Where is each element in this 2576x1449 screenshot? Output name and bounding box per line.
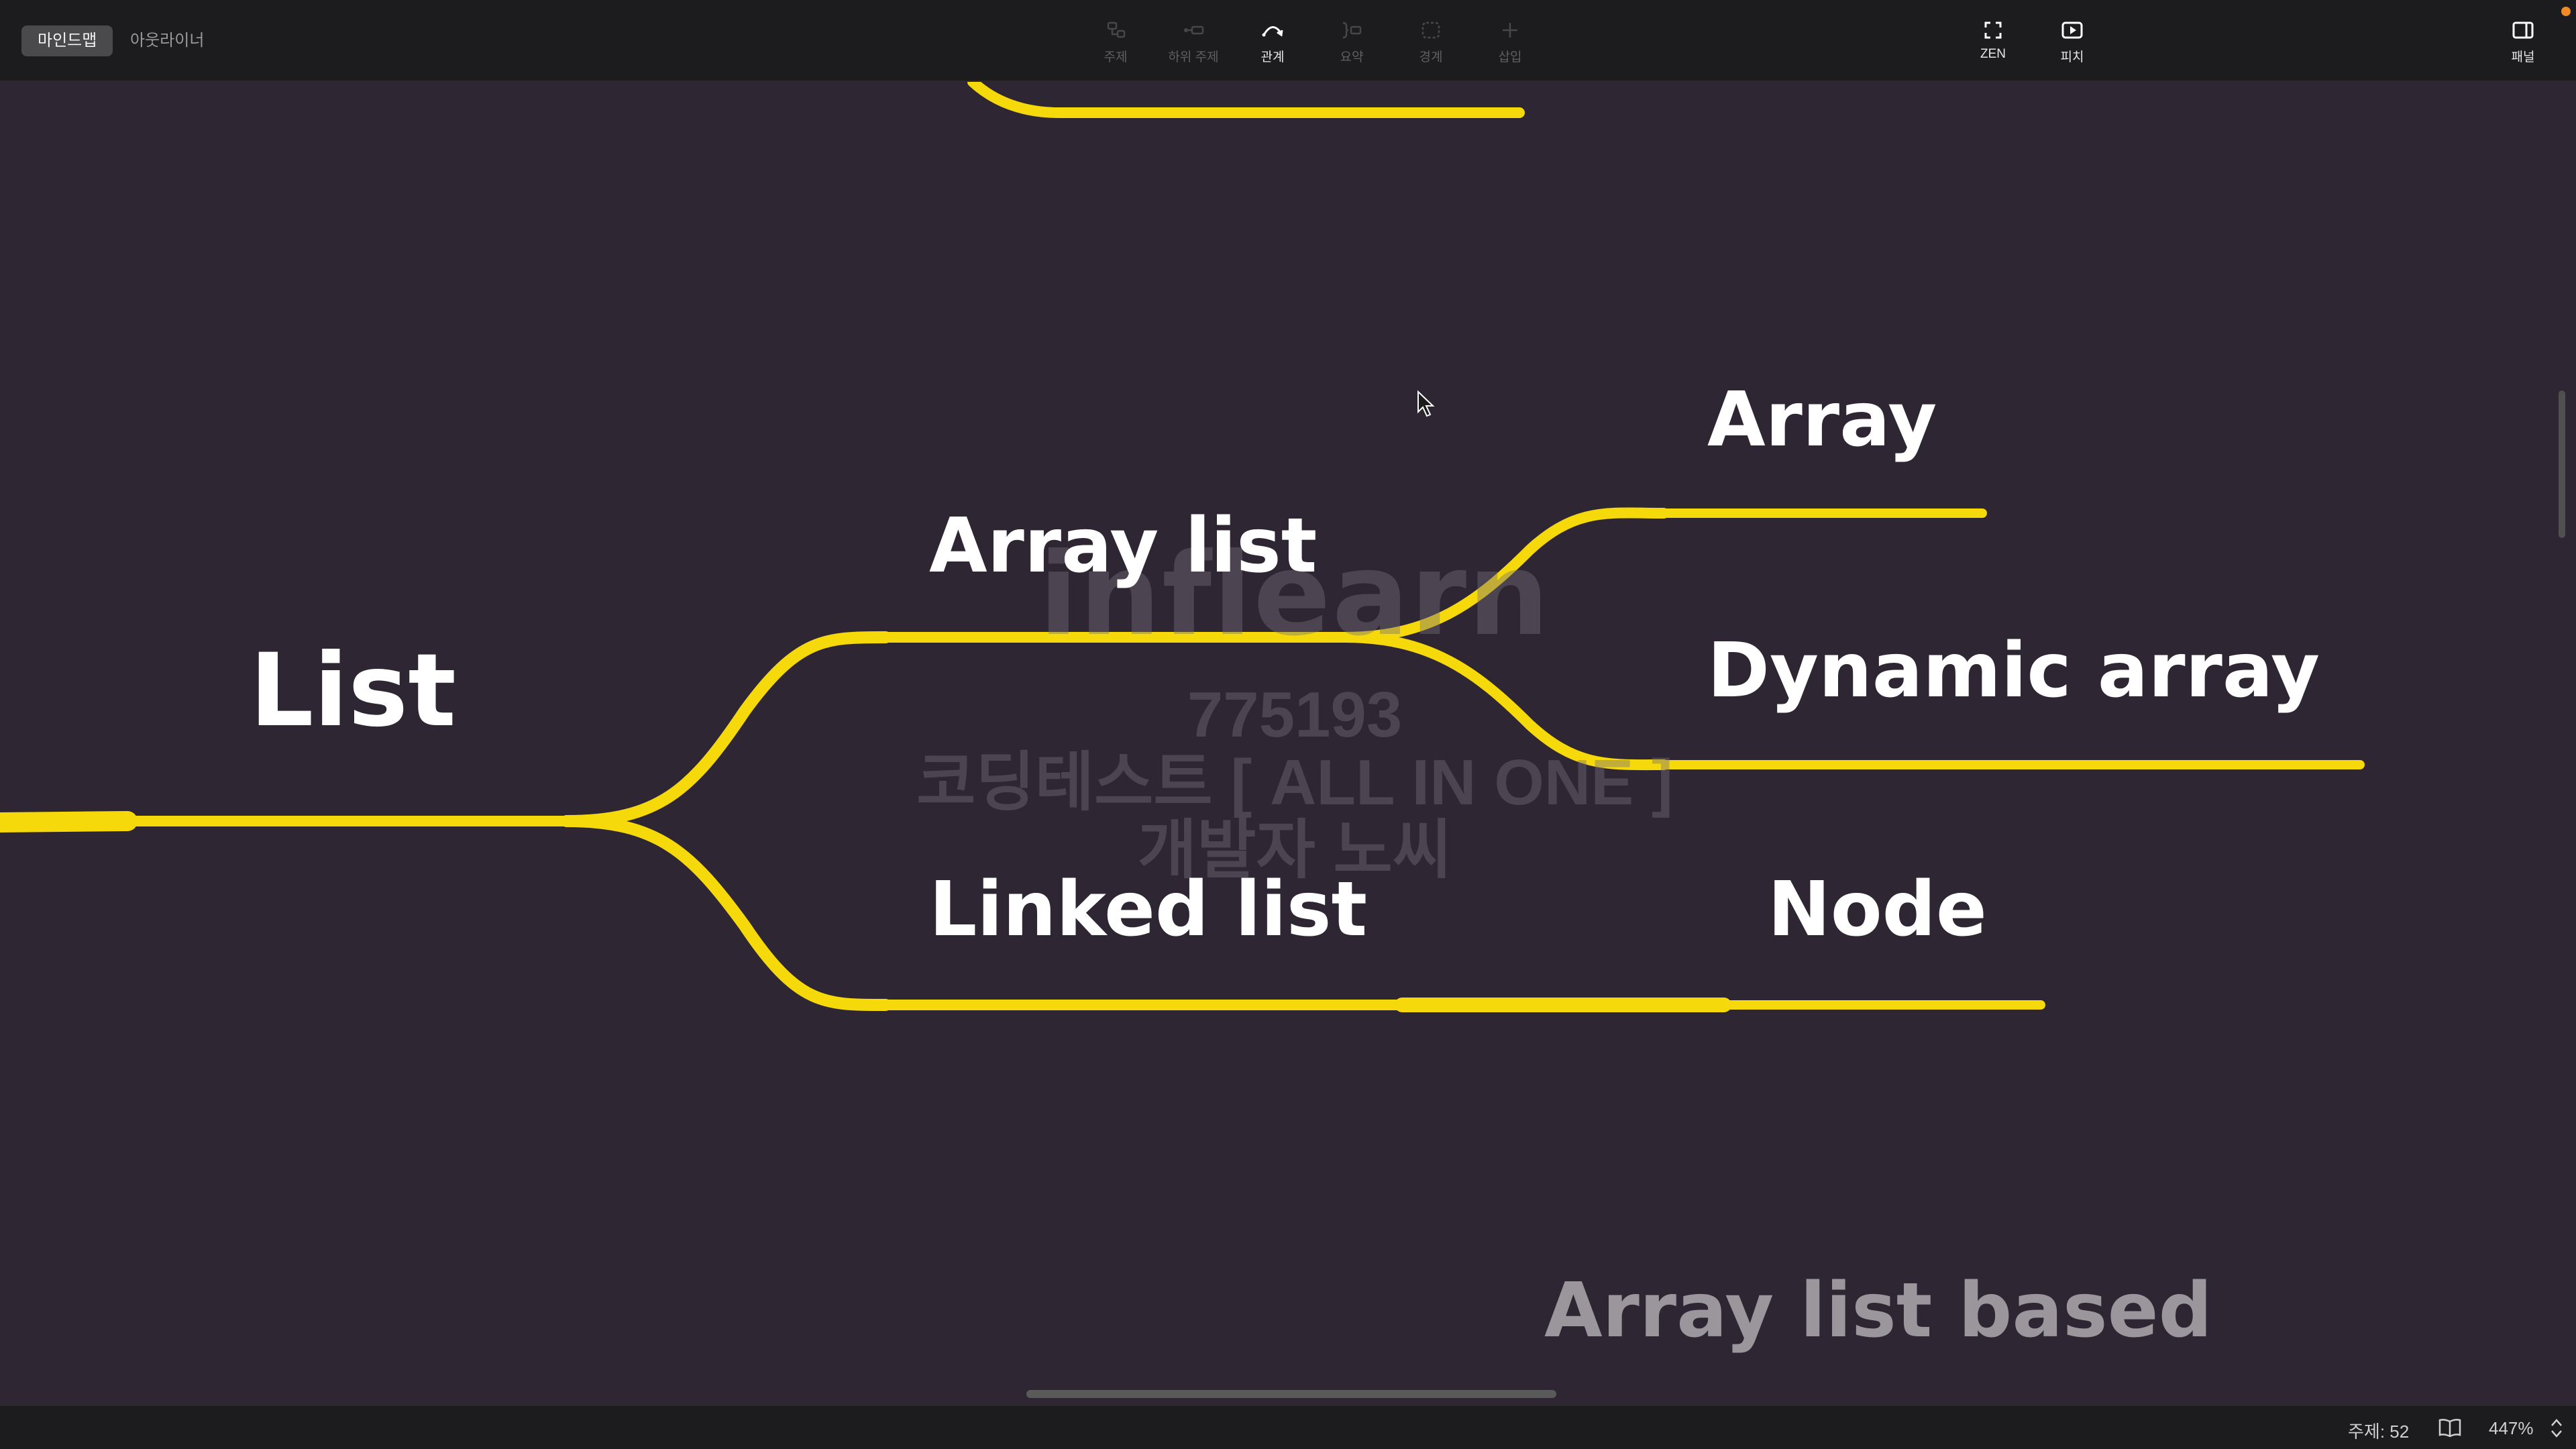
branch-top-partial	[967, 82, 1525, 118]
zen-button[interactable]: ZEN	[1956, 17, 2030, 71]
vertical-scrollbar[interactable]	[2559, 390, 2565, 538]
topic-dynamic-array[interactable]: Dynamic array	[1707, 627, 2320, 714]
pitch-play-icon	[2061, 21, 2083, 39]
fullscreen-icon	[1984, 21, 2002, 39]
branch-to-dynamic-array	[1340, 632, 1669, 771]
pitch-button[interactable]: 피치	[2035, 17, 2109, 71]
zoom-level[interactable]: 447%	[2489, 1418, 2534, 1438]
pitch-button-label: 피치	[2060, 50, 2084, 64]
relationship-button-label: 관계	[1260, 50, 1285, 64]
topic-button-label: 주제	[1104, 50, 1128, 64]
topic-array[interactable]: Array	[1707, 376, 1937, 464]
branch-root-list	[0, 811, 138, 833]
subtopic-button-label: 하위 주제	[1168, 50, 1219, 64]
branch-to-linked-list	[561, 815, 892, 1012]
status-bar: 주제: 52 447%	[0, 1405, 2576, 1449]
topic-count: 주제: 52	[2348, 1421, 2410, 1442]
insert-button[interactable]: 삽입	[1473, 17, 1547, 71]
summary-button[interactable]: 요약	[1315, 17, 1389, 71]
panel-button-label: 패널	[2511, 50, 2535, 64]
tab-outliner[interactable]: 아웃라이너	[130, 32, 205, 50]
topic-array-list-based[interactable]: Array list based	[1544, 1267, 2212, 1354]
topic-array-list[interactable]: Array list	[929, 502, 1318, 590]
insert-icon	[1503, 23, 1517, 38]
topic-icon	[1107, 21, 1126, 38]
branch-to-array-list	[561, 631, 892, 827]
relationship-icon	[1262, 26, 1283, 37]
notification-dot	[2561, 7, 2571, 16]
topic-list[interactable]: List	[250, 633, 456, 749]
mindmap-branches	[0, 82, 2365, 1012]
branch-to-array	[1340, 507, 1669, 643]
boundary-icon	[1421, 21, 1440, 39]
subtopic-icon	[1184, 25, 1204, 35]
top-toolbar: 마인드맵 아웃라이너 주제 하위 주제 관계 요약	[0, 0, 2576, 82]
book-icon[interactable]	[2438, 1417, 2462, 1438]
panel-icon	[2512, 21, 2534, 39]
tab-mindmap[interactable]: 마인드맵	[21, 25, 113, 56]
boundary-button-label: 경계	[1419, 50, 1443, 64]
summary-button-label: 요약	[1340, 50, 1364, 64]
insert-button-label: 삽입	[1498, 50, 1522, 64]
horizontal-scrollbar[interactable]	[1026, 1390, 1556, 1398]
topic-button[interactable]: 주제	[1079, 17, 1152, 71]
mouse-cursor	[1417, 390, 1435, 417]
zoom-stepper-icon[interactable]	[2549, 1415, 2564, 1441]
summary-icon	[1342, 21, 1362, 39]
relationship-button[interactable]: 관계	[1236, 17, 1309, 71]
topic-node[interactable]: Node	[1768, 866, 1987, 953]
topic-linked-list[interactable]: Linked list	[929, 866, 1368, 953]
panel-button[interactable]: 패널	[2486, 17, 2560, 71]
subtopic-button[interactable]: 하위 주제	[1157, 17, 1230, 71]
zen-button-label: ZEN	[1980, 47, 2006, 61]
mindmap-canvas[interactable]: inflearn 775193 코딩테스트 [ ALL IN ONE ] 개발자…	[0, 82, 2576, 1383]
boundary-button[interactable]: 경계	[1394, 17, 1468, 71]
